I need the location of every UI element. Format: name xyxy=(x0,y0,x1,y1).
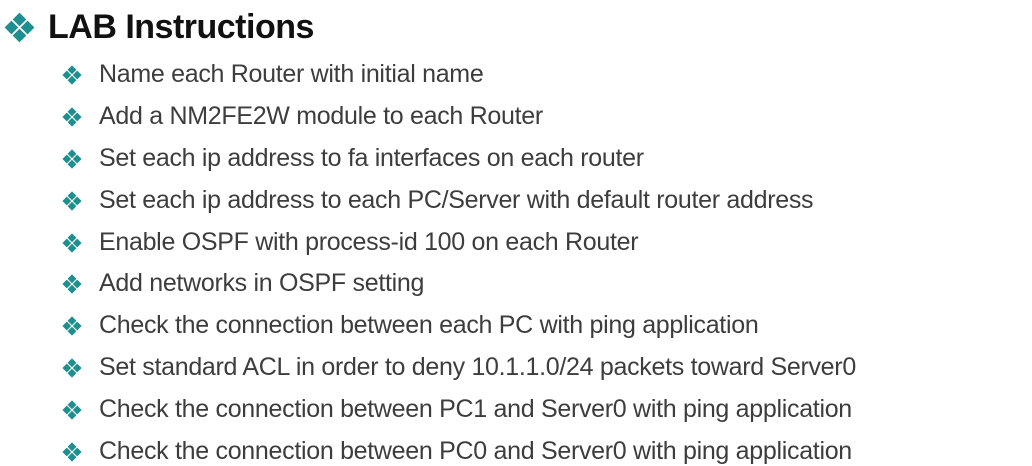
list-item: Enable OSPF with process-id 100 on each … xyxy=(62,221,1032,263)
list-item: Set each ip address to each PC/Server wi… xyxy=(62,179,1032,221)
list-item-text: Enable OSPF with process-id 100 on each … xyxy=(99,227,639,256)
list-item-text: Check the connection between each PC wit… xyxy=(99,311,759,340)
four-diamond-bullet-icon xyxy=(62,274,82,294)
four-diamond-bullet-icon xyxy=(62,107,82,127)
list-item-text: Add networks in OSPF setting xyxy=(99,269,425,298)
list-item: Set each ip address to fa interfaces on … xyxy=(62,138,1032,180)
instruction-list: Name each Router with initial name Add a… xyxy=(0,54,1032,466)
list-item: Check the connection between PC0 and Ser… xyxy=(62,430,1032,466)
list-item-text: Set each ip address to each PC/Server wi… xyxy=(99,185,814,214)
list-item: Set standard ACL in order to deny 10.1.1… xyxy=(62,347,1032,389)
four-diamond-bullet-icon xyxy=(62,441,82,462)
list-item-text: Check the connection between PC1 and Ser… xyxy=(99,394,852,423)
title-row: LAB Instructions xyxy=(0,0,1032,47)
four-diamond-bullet-icon xyxy=(62,358,82,378)
list-item-text: Check the connection between PC0 and Ser… xyxy=(99,436,852,465)
four-diamond-bullet-icon xyxy=(62,191,82,211)
list-item: Add networks in OSPF setting xyxy=(62,263,1032,305)
four-diamond-bullet-icon xyxy=(62,65,82,85)
page-title: LAB Instructions xyxy=(48,8,314,46)
list-item-text: Set each ip address to fa interfaces on … xyxy=(99,143,644,172)
list-item: Name each Router with initial name xyxy=(62,54,1032,96)
list-item-text: Add a NM2FE2W module to each Router xyxy=(99,102,543,131)
four-diamond-bullet-icon xyxy=(62,232,82,253)
four-diamond-bullet-icon xyxy=(62,149,82,169)
list-item-text: Name each Router with initial name xyxy=(99,60,484,89)
four-diamond-bullet-icon xyxy=(62,400,82,420)
list-item-text: Set standard ACL in order to deny 10.1.1… xyxy=(99,352,856,381)
list-item: Check the connection between PC1 and Ser… xyxy=(62,388,1032,430)
four-diamond-bullet-icon xyxy=(62,316,82,336)
list-item: Add a NM2FE2W module to each Router xyxy=(62,96,1032,138)
four-diamond-bullet-icon xyxy=(4,12,35,42)
list-item: Check the connection between each PC wit… xyxy=(62,305,1032,347)
